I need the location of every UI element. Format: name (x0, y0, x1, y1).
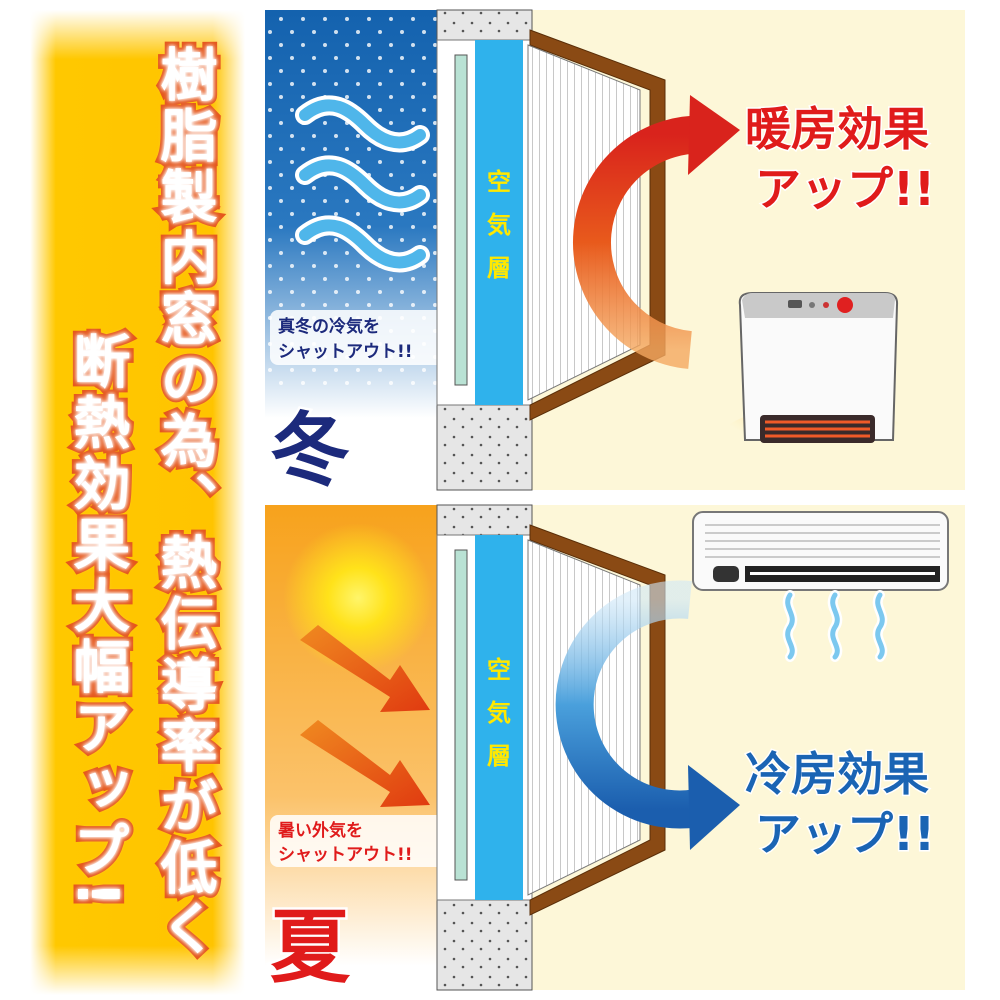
cold-wind-icon (295, 95, 430, 273)
heating-effect-line1: 暖房効果 (745, 102, 929, 156)
summer-season-label: 夏 (270, 901, 351, 994)
warm-air-arrow (573, 115, 712, 369)
outer-glass (454, 549, 468, 881)
air-layer-label: 空 (487, 656, 511, 684)
heating-effect-line2: アップ!! (755, 162, 935, 216)
heat-arrow-icon (300, 625, 430, 807)
air-layer-label: 層 (487, 254, 511, 282)
headline-panel: 樹脂製内窓の為、熱伝導率が低く 断熱効果大幅アップ! (30, 10, 245, 995)
cooling-effect-line1: 冷房効果 (745, 747, 929, 801)
air-layer (475, 40, 523, 405)
headline-line1: 樹脂製内窓の為、熱伝導率が低く (147, 41, 222, 965)
air-conditioner-icon (692, 511, 949, 591)
cool-breeze-icon (782, 590, 888, 662)
winter-caption-line1: 真冬の冷気を (278, 316, 380, 337)
cool-air-arrow (555, 580, 716, 829)
winter-panel: 真冬の冷気を シャットアウト!! 冬 空 気 層 暖房効果 アップ!! (265, 9, 965, 500)
headline-line2: 断熱効果大幅アップ! (60, 328, 135, 916)
summer-panel: 暑い外気を シャットアウト!! 夏 空 気 層 冷房効果 アップ!! (265, 504, 965, 997)
air-layer-label: 層 (487, 742, 511, 770)
air-layer-label: 空 (487, 168, 511, 196)
summer-caption-line1: 暑い外気を (278, 820, 363, 841)
winter-season-label: 冬 (270, 404, 350, 497)
inner-window-frame (529, 524, 666, 916)
heater-icon (715, 292, 915, 485)
summer-caption-line2: シャットアウト!! (278, 845, 413, 865)
winter-caption-line2: シャットアウト!! (278, 342, 413, 362)
air-layer (475, 535, 523, 900)
air-layer-label: 気 (487, 211, 511, 239)
outer-glass (454, 54, 468, 386)
air-layer-label: 気 (487, 699, 511, 727)
inner-window-frame (529, 29, 666, 421)
cooling-effect-line2: アップ!! (755, 807, 935, 861)
sun-icon (283, 523, 433, 673)
